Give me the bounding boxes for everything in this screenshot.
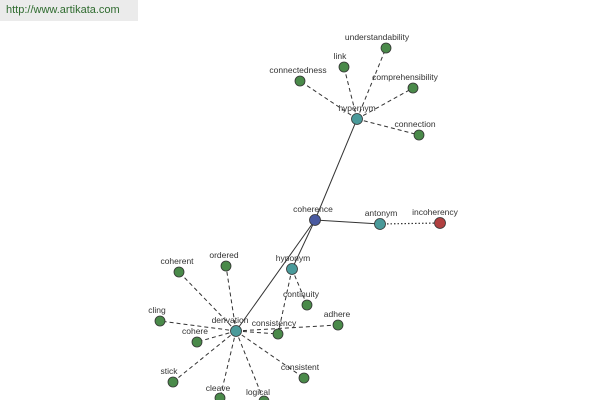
edge-derivation-consistency bbox=[235, 330, 279, 335]
node-coherence[interactable] bbox=[309, 214, 321, 226]
label-connectedness[interactable]: connectedness bbox=[269, 65, 326, 75]
label-hyponym[interactable]: hyponym bbox=[276, 253, 311, 263]
edge-coherence-derivation bbox=[235, 219, 316, 332]
edge-derivation-stick bbox=[172, 330, 237, 383]
label-consistent[interactable]: consistent bbox=[281, 362, 320, 372]
node-comprehensibility[interactable] bbox=[407, 82, 419, 94]
label-comprehensibility[interactable]: comprehensibility bbox=[372, 72, 438, 82]
node-derivation[interactable] bbox=[230, 325, 242, 337]
node-hypernym[interactable] bbox=[351, 113, 363, 125]
label-cling[interactable]: cling bbox=[148, 305, 166, 315]
label-derivation[interactable]: derivation bbox=[212, 315, 249, 325]
node-consistency[interactable] bbox=[272, 328, 284, 340]
edge-hypernym-connection bbox=[356, 118, 420, 136]
node-incoherency[interactable] bbox=[434, 217, 446, 229]
label-antonym[interactable]: antonym bbox=[365, 208, 398, 218]
label-stick[interactable]: stick bbox=[161, 366, 179, 376]
label-incoherency[interactable]: incoherency bbox=[412, 207, 459, 217]
label-cleave[interactable]: cleave bbox=[206, 383, 231, 393]
site-url-banner[interactable]: http://www.artikata.com bbox=[0, 0, 138, 21]
edge-derivation-logical bbox=[235, 330, 265, 400]
label-ordered[interactable]: ordered bbox=[209, 250, 239, 260]
edge-derivation-ordered bbox=[225, 265, 237, 332]
label-hypernym[interactable]: hypernym bbox=[338, 103, 375, 113]
edge-derivation-cling bbox=[159, 320, 237, 332]
label-adhere[interactable]: adhere bbox=[324, 309, 351, 319]
label-coherent[interactable]: coherent bbox=[160, 256, 194, 266]
nodes-layer bbox=[154, 42, 446, 400]
label-consistency[interactable]: consistency bbox=[252, 318, 297, 328]
label-coherence[interactable]: coherence bbox=[293, 204, 333, 214]
edge-hypernym-understandability bbox=[356, 47, 387, 120]
node-connection[interactable] bbox=[413, 129, 425, 141]
node-coherent[interactable] bbox=[173, 266, 185, 278]
edge-coherence-antonym bbox=[314, 219, 381, 225]
node-consistent[interactable] bbox=[298, 372, 310, 384]
node-hyponym[interactable] bbox=[286, 263, 298, 275]
edge-derivation-cleave bbox=[219, 330, 237, 399]
edge-coherence-hyponym bbox=[291, 219, 316, 270]
node-understandability[interactable] bbox=[380, 42, 392, 54]
labels-layer: coherence hypernym antonym hyponym derivatio… bbox=[148, 32, 458, 397]
label-link[interactable]: link bbox=[334, 51, 348, 61]
node-adhere[interactable] bbox=[332, 319, 344, 331]
node-link[interactable] bbox=[338, 61, 350, 73]
edges-layer bbox=[159, 47, 441, 400]
edge-derivation-adhere bbox=[235, 324, 339, 332]
node-cling[interactable] bbox=[154, 315, 166, 327]
edge-hypernym-connectedness bbox=[299, 80, 358, 120]
node-cohere[interactable] bbox=[191, 336, 203, 348]
node-stick[interactable] bbox=[167, 376, 179, 388]
node-ordered[interactable] bbox=[220, 260, 232, 272]
node-connectedness[interactable] bbox=[294, 75, 306, 87]
label-connection[interactable]: connection bbox=[394, 119, 435, 129]
node-logical[interactable] bbox=[258, 395, 270, 400]
node-antonym[interactable] bbox=[374, 218, 386, 230]
edge-hypernym-comprehensibility bbox=[356, 87, 414, 120]
label-continuity[interactable]: continuity bbox=[283, 289, 320, 299]
edge-coherence-hypernym bbox=[314, 118, 358, 221]
node-cleave[interactable] bbox=[214, 392, 226, 400]
label-cohere[interactable]: cohere bbox=[182, 326, 208, 336]
label-understandability[interactable]: understandability bbox=[345, 32, 410, 42]
edge-antonym-incoherency bbox=[379, 222, 441, 225]
label-logical[interactable]: logical bbox=[246, 387, 270, 397]
edge-hypernym-link bbox=[343, 66, 358, 120]
node-continuity[interactable] bbox=[301, 299, 313, 311]
